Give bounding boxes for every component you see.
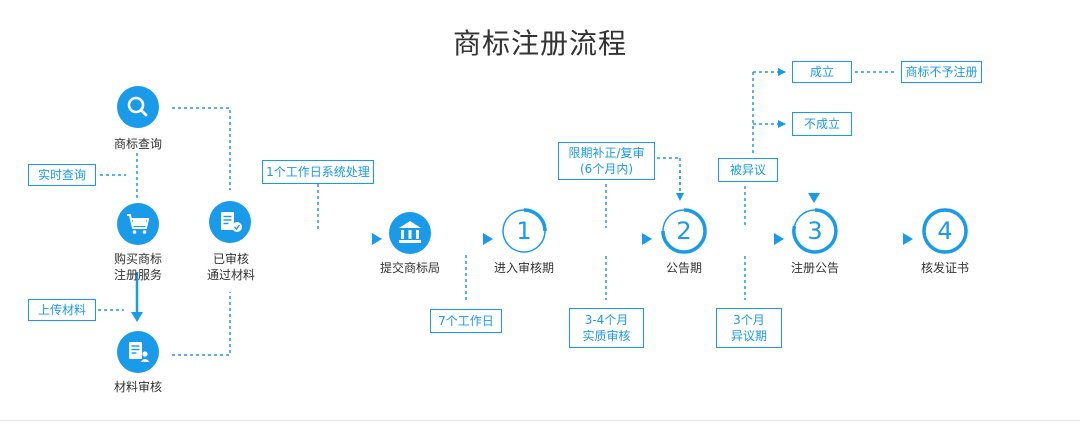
bottom-divider <box>0 420 1080 421</box>
approved-label-line1: 已审核 <box>212 252 249 266</box>
not-established-box: 不成立 <box>792 112 852 136</box>
step3-note-box: 3个月 异议期 <box>716 308 782 348</box>
step1-label: 进入审核期 <box>493 261 554 275</box>
buy-service-node[interactable] <box>117 203 159 245</box>
established-box: 成立 <box>792 61 852 83</box>
step2-top-line1: 限期补正/复审 <box>568 146 645 160</box>
document-user-icon <box>129 342 150 362</box>
search-icon <box>127 96 148 117</box>
realtime-query-box[interactable]: 实时查询 <box>28 164 96 186</box>
step3-label: 注册公告 <box>790 261 839 275</box>
step4-number: 4 <box>937 217 953 245</box>
search-node[interactable] <box>117 86 159 128</box>
step2-note-box: 3-4个月 实质审核 <box>569 308 644 348</box>
buy-label-line2: 注册服务 <box>113 268 162 282</box>
flow-arrows <box>131 145 913 322</box>
step2-ring <box>661 208 707 254</box>
document-check-icon <box>221 212 242 232</box>
not-registered-box: 商标不予注册 <box>901 61 982 83</box>
step3-ring <box>792 208 838 254</box>
shopping-cart-icon <box>127 214 150 234</box>
dotted-arrows <box>676 68 786 201</box>
step1-ring <box>502 208 547 253</box>
material-review-node[interactable] <box>117 331 159 373</box>
page-title: 商标注册流程 <box>452 27 627 60</box>
step3-number: 3 <box>807 217 823 245</box>
submit-label: 提交商标局 <box>379 261 440 275</box>
step2-note-line1: 3-4个月 <box>584 313 629 327</box>
step2-top-line2: (6个月内) <box>580 162 633 176</box>
objection-box: 被异议 <box>718 158 778 182</box>
bank-building-icon <box>399 221 421 243</box>
submit-bureau-node[interactable] <box>389 212 431 254</box>
search-label: 商标查询 <box>113 137 162 151</box>
step4-ring <box>922 208 968 254</box>
approved-node[interactable] <box>209 201 251 243</box>
step3-note-line1: 3个月 <box>733 313 765 327</box>
buy-label-line1: 购买商标 <box>113 252 162 266</box>
step2-note-line2: 实质审核 <box>582 329 631 343</box>
step4-label: 核发证书 <box>920 261 969 275</box>
material-review-label: 材料审核 <box>113 380 162 394</box>
step1-number: 1 <box>516 217 532 245</box>
approved-label-line2: 通过材料 <box>206 268 255 282</box>
system-process-box: 1个工作日系统处理 <box>262 160 374 184</box>
step2-number: 2 <box>676 217 692 245</box>
step3-note-line2: 异议期 <box>730 329 767 343</box>
step2-label: 公告期 <box>665 261 702 275</box>
step2-top-box: 限期补正/复审 (6个月内) <box>558 142 655 180</box>
step1-note-box: 7个工作日 <box>430 309 502 333</box>
upload-material-box[interactable]: 上传材料 <box>28 299 96 321</box>
